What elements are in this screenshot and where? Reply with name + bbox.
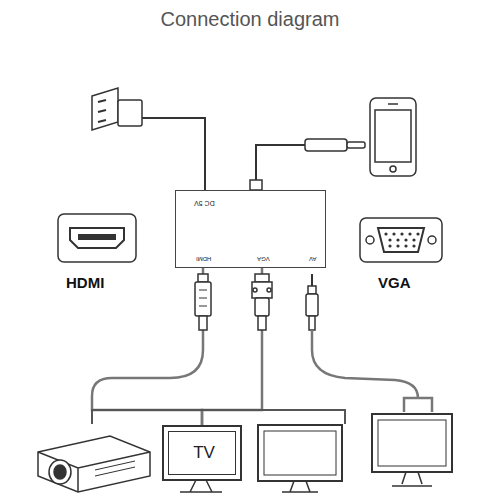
tv-set: TV [162,425,242,481]
adapter-box: DC 5V HDMI VGA AV [175,190,326,268]
monitor [258,425,342,492]
av-wire [312,330,432,412]
diagram-title: Connection diagram [0,8,500,31]
lightning-cable [250,139,365,190]
hdmi-plug [195,274,211,330]
port-marking: HDMI [196,255,211,262]
port-marking: DC 5V [194,199,215,207]
port-marking: VGA [257,255,270,262]
vga-port-icon [360,218,442,262]
port-label: VGA [378,274,411,291]
tv-stand [180,480,222,492]
port-label: HDMI [66,274,104,291]
vga-plug [252,274,272,330]
projector [38,436,150,492]
power-plug [92,88,205,190]
device-label: TV [193,444,215,463]
phone-icon [370,98,416,176]
hdmi-port-icon [58,214,136,262]
av-jack [306,274,318,330]
cable [92,268,203,425]
device-bracket [92,410,345,424]
monitor [372,414,452,486]
port-marking: AV [309,255,317,262]
